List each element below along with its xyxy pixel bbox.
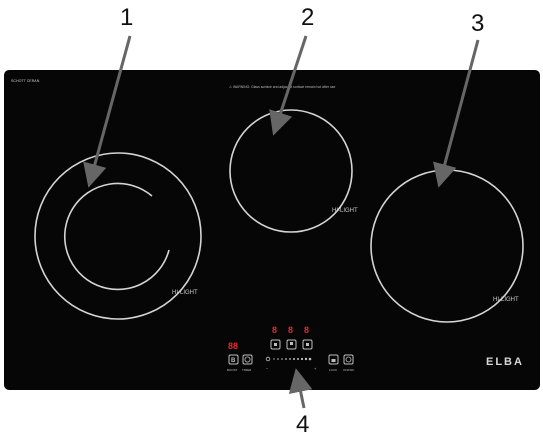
timer-label: TIMER bbox=[242, 368, 252, 372]
zone-display-middle: 8 bbox=[288, 325, 293, 335]
zone-display-left: 8 bbox=[272, 325, 277, 335]
glass-panel bbox=[4, 70, 540, 390]
timer-display: 88 bbox=[228, 341, 238, 351]
boost-label: BOOST bbox=[227, 368, 238, 372]
schott-ceran-logo: SCHOTT CERAN bbox=[11, 79, 40, 83]
svg-text:B: B bbox=[231, 358, 236, 364]
zone-3-label: HI-LIGHT bbox=[493, 297, 519, 303]
on-off-label: ON/OFF bbox=[343, 368, 354, 372]
lock-label: LOCK bbox=[329, 368, 337, 372]
warning-text: ⚠ WARNING: Glass surface and adjacent su… bbox=[229, 85, 335, 89]
elba-logo: ELBA bbox=[486, 356, 524, 368]
zone-1-label: HI-LIGHT bbox=[172, 290, 198, 296]
zone-display-right: 8 bbox=[304, 325, 309, 335]
zone-2-label: HI-LIGHT bbox=[332, 208, 358, 214]
